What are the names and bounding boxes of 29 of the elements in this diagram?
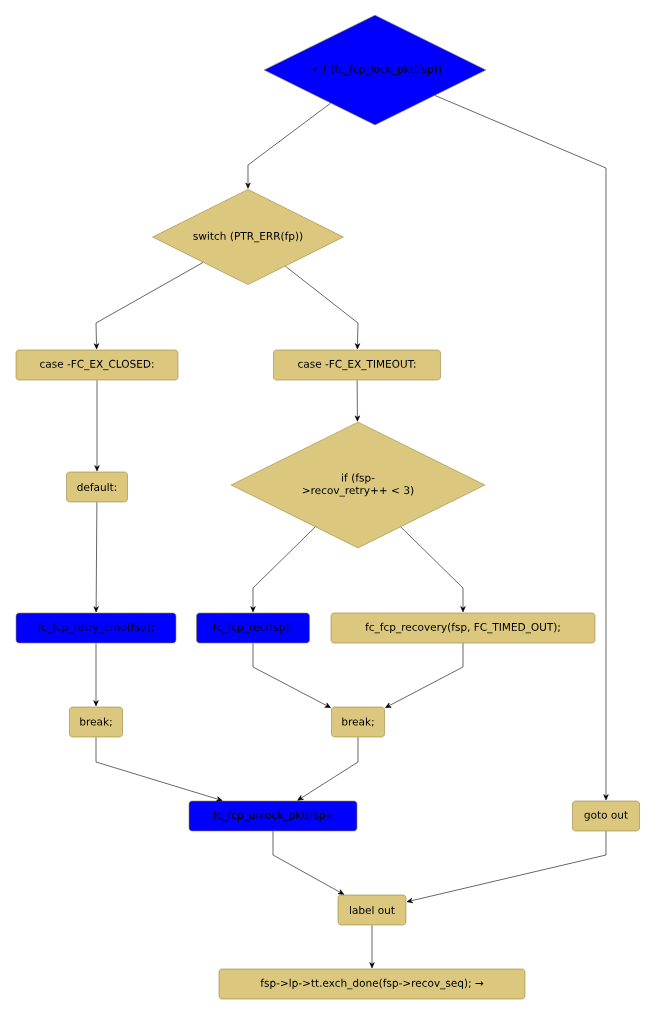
arrow (369, 925, 375, 969)
arrow (434, 95, 609, 801)
arrow (93, 502, 99, 613)
arrow (406, 831, 607, 904)
process-box: label out (337, 894, 407, 926)
process-box: fc_fcp_recovery(fsp, FC_TIMED_OUT); (330, 612, 596, 644)
process-box: case -FC_EX_CLOSED: (15, 349, 179, 381)
arrow (272, 831, 345, 895)
arrow (94, 380, 100, 472)
arrow (93, 262, 204, 350)
arrow (385, 643, 464, 708)
process-box: goto out (572, 800, 640, 832)
process-box: fsp->lp->tt.exch_done(fsp->recov_seq); → (218, 968, 526, 1000)
process-box: case -FC_EX_TIMEOUT: (273, 349, 441, 381)
arrow (245, 102, 331, 189)
process-box: break; (331, 706, 385, 738)
process-box: fc_fcp_retry_cmd(fsp); (15, 612, 177, 644)
arrow (250, 526, 316, 613)
process-box: default: (66, 471, 128, 503)
arrow (297, 737, 359, 801)
arrow (354, 380, 361, 422)
arrow (400, 526, 466, 613)
process-box: fc_fcp_rec(fsp); (196, 612, 310, 644)
arrow (95, 737, 223, 802)
process-box: fc_fcp_unlock_pkt(fsp); (188, 800, 358, 832)
arrow (93, 643, 99, 707)
arrow (285, 265, 361, 350)
arrow (252, 643, 331, 708)
process-box: break; (69, 706, 123, 738)
